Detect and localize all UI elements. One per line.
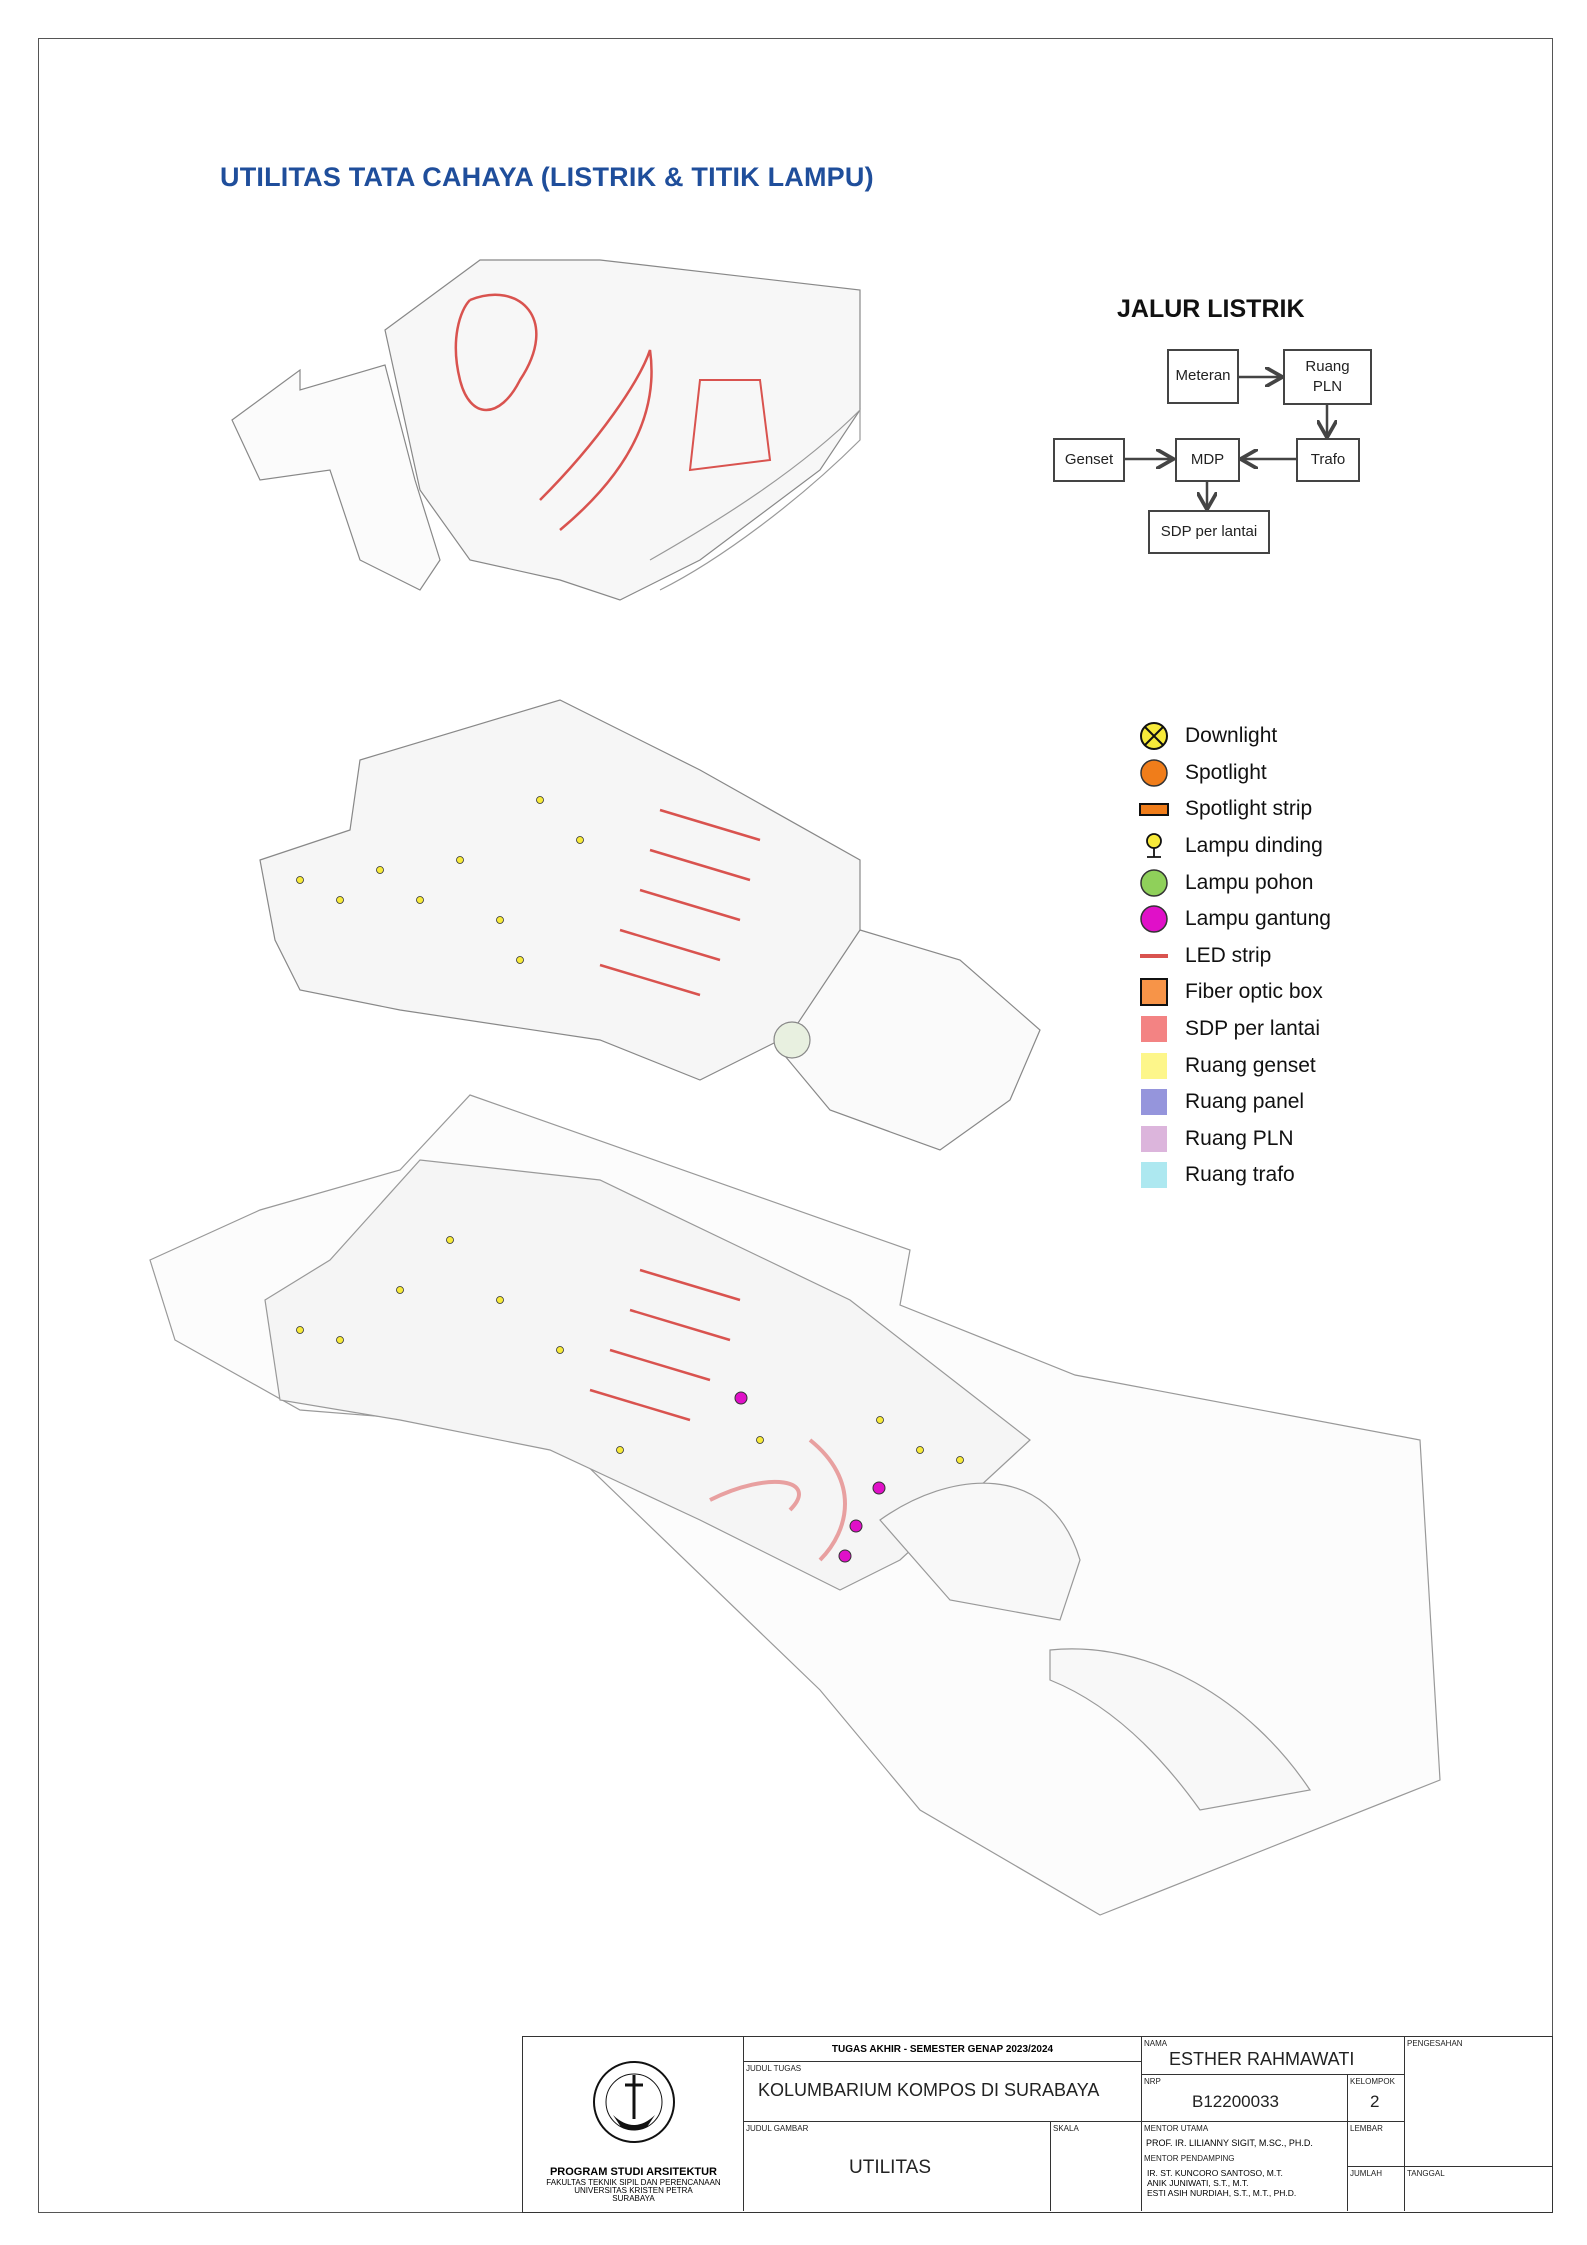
- pengesahan-cell: PENGESAHAN: [1405, 2037, 1552, 2167]
- mentor-pendamping-value: ANIK JUNIWATI, S.T., M.T.: [1147, 2178, 1249, 2189]
- judul-tugas-label: JUDUL TUGAS: [746, 2064, 802, 2073]
- legend-item: Ruang panel: [1138, 1084, 1331, 1121]
- legend-label: Fiber optic box: [1185, 980, 1323, 1004]
- flow-node-ruang-pln: Ruang PLN: [1283, 349, 1372, 405]
- title-block: PROGRAM STUDI ARSITEKTUR FAKULTAS TEKNIK…: [522, 2036, 1553, 2213]
- plan-level-2: [259, 699, 1041, 1151]
- judul-tugas-value: KOLUMBARIUM KOMPOS DI SURABAYA: [758, 2080, 1100, 2100]
- legend: Downlight Spotlight Spotlight strip Lamp…: [1138, 718, 1331, 1194]
- legend-label: Ruang panel: [1185, 1090, 1305, 1114]
- legend-label: Ruang genset: [1185, 1053, 1316, 1077]
- mentor-pendamping-label: MENTOR PENDAMPING: [1144, 2154, 1235, 2163]
- legend-item: Spotlight strip: [1138, 791, 1331, 828]
- legend-item: SDP per lantai: [1138, 1011, 1331, 1048]
- flow-node-sdp: SDP per lantai: [1148, 510, 1270, 554]
- flow-arrows: [1125, 0, 1587, 600]
- legend-item: Ruang genset: [1138, 1047, 1331, 1084]
- legend-item: Ruang PLN: [1138, 1121, 1331, 1158]
- university-logo: [593, 2061, 675, 2143]
- tanggal-cell: TANGGAL: [1405, 2167, 1552, 2211]
- plan-level-3: [231, 259, 861, 601]
- flow-node-meteran: Meteran: [1167, 349, 1239, 404]
- pengesahan-label: PENGESAHAN: [1407, 2039, 1463, 2048]
- faculty-name: FAKULTAS TEKNIK SIPIL DAN PERENCANAAN: [546, 2177, 721, 2187]
- legend-item: Lampu pohon: [1138, 864, 1331, 901]
- flow-node-trafo: Trafo: [1296, 438, 1360, 482]
- nrp-label: NRP: [1144, 2077, 1161, 2086]
- panel-swatch: [1138, 1086, 1170, 1118]
- wall-lamp-icon: [1138, 830, 1170, 862]
- mentor-utama-label: MENTOR UTAMA: [1144, 2124, 1209, 2133]
- ruang-pln-line1: Ruang: [1305, 357, 1350, 375]
- led-strip-icon: [1138, 940, 1170, 972]
- nrp-cell: NRP B12200033: [1142, 2075, 1348, 2122]
- legend-item: LED strip: [1138, 938, 1331, 975]
- jumlah-cell: JUMLAH: [1348, 2167, 1405, 2211]
- city-name: SURABAYA: [612, 2194, 655, 2204]
- page-title: UTILITAS TATA CAHAYA (LISTRIK & TITIK LA…: [220, 162, 874, 192]
- flow-node-genset: Genset: [1053, 438, 1125, 482]
- legend-label: Lampu pohon: [1185, 870, 1314, 894]
- legend-item: Lampu dinding: [1138, 828, 1331, 865]
- legend-label: Spotlight strip: [1185, 797, 1313, 821]
- judul-gambar-cell: JUDUL GAMBAR UTILITAS: [744, 2122, 1051, 2211]
- legend-item: Spotlight: [1138, 755, 1331, 792]
- pendant-lamp-icon: [1138, 903, 1170, 935]
- judul-gambar-label: JUDUL GAMBAR: [746, 2124, 809, 2133]
- kelompok-value: 2: [1370, 2092, 1380, 2111]
- lembar-label: LEMBAR: [1350, 2124, 1383, 2133]
- mentor-utama-value: PROF. IR. LILIANNY SIGIT, M.SC., PH.D.: [1146, 2138, 1313, 2148]
- nama-value: ESTHER RAHMAWATI: [1169, 2049, 1355, 2069]
- flow-node-mdp: MDP: [1175, 438, 1240, 482]
- skala-label: SKALA: [1053, 2124, 1079, 2133]
- tanggal-label: TANGGAL: [1407, 2169, 1445, 2178]
- legend-item: Fiber optic box: [1138, 974, 1331, 1011]
- kelompok-cell: KELOMPOK 2: [1348, 2075, 1405, 2122]
- judul-gambar-value: UTILITAS: [849, 2157, 931, 2178]
- header-cell: TUGAS AKHIR - SEMESTER GENAP 2023/2024: [744, 2037, 1142, 2062]
- nama-label: NAMA: [1144, 2039, 1168, 2048]
- ruang-pln-line2: PLN: [1312, 378, 1343, 395]
- trafo-swatch: [1138, 1159, 1170, 1191]
- legend-label: Ruang PLN: [1185, 1126, 1294, 1150]
- sdp-swatch: [1138, 1013, 1170, 1045]
- jumlah-label: JUMLAH: [1350, 2169, 1383, 2178]
- nrp-value: B12200033: [1192, 2092, 1279, 2111]
- jalur-listrik-title: JALUR LISTRIK: [1117, 295, 1305, 323]
- genset-swatch: [1138, 1050, 1170, 1082]
- mentor-pendamping-value: ESTI ASIH NURDIAH, S.T., M.T., PH.D.: [1147, 2188, 1297, 2199]
- plan-level-1: [149, 1094, 1441, 1916]
- legend-label: SDP per lantai: [1185, 1017, 1321, 1041]
- university-name: UNIVERSITAS KRISTEN PETRA: [574, 2185, 693, 2195]
- legend-item: Ruang trafo: [1138, 1157, 1331, 1194]
- legend-label: Spotlight: [1185, 760, 1267, 784]
- pln-swatch: [1138, 1123, 1170, 1155]
- institution-cell: PROGRAM STUDI ARSITEKTUR FAKULTAS TEKNIK…: [523, 2037, 744, 2211]
- tugas-header: TUGAS AKHIR - SEMESTER GENAP 2023/2024: [831, 2044, 1054, 2055]
- downlight-icon: [1138, 720, 1170, 752]
- spotlight-icon: [1138, 757, 1170, 789]
- kelompok-label: KELOMPOK: [1350, 2077, 1395, 2086]
- downlight-markers: [296, 796, 964, 1464]
- judul-tugas-cell: JUDUL TUGAS KOLUMBARIUM KOMPOS DI SURABA…: [744, 2062, 1142, 2122]
- spotlight-strip-icon: [1138, 793, 1170, 825]
- legend-label: Ruang trafo: [1185, 1163, 1295, 1187]
- legend-label: Lampu gantung: [1185, 907, 1331, 931]
- mentor-pendamping-value: IR. ST. KUNCORO SANTOSO, M.T.: [1147, 2168, 1283, 2178]
- legend-item: Lampu gantung: [1138, 901, 1331, 938]
- legend-label: Lampu dinding: [1185, 834, 1323, 858]
- legend-item: Downlight: [1138, 718, 1331, 755]
- lembar-cell: LEMBAR: [1348, 2122, 1405, 2167]
- program-name: PROGRAM STUDI ARSITEKTUR: [549, 2166, 718, 2178]
- nama-cell: NAMA ESTHER RAHMAWATI: [1142, 2037, 1405, 2075]
- mentor-cell: MENTOR UTAMA PROF. IR. LILIANNY SIGIT, M…: [1142, 2122, 1348, 2211]
- legend-label: LED strip: [1185, 943, 1272, 967]
- fiber-optic-box-icon: [1138, 976, 1170, 1008]
- legend-label: Downlight: [1185, 724, 1278, 748]
- skala-cell: SKALA: [1051, 2122, 1142, 2211]
- tree-lamp-icon: [1138, 867, 1170, 899]
